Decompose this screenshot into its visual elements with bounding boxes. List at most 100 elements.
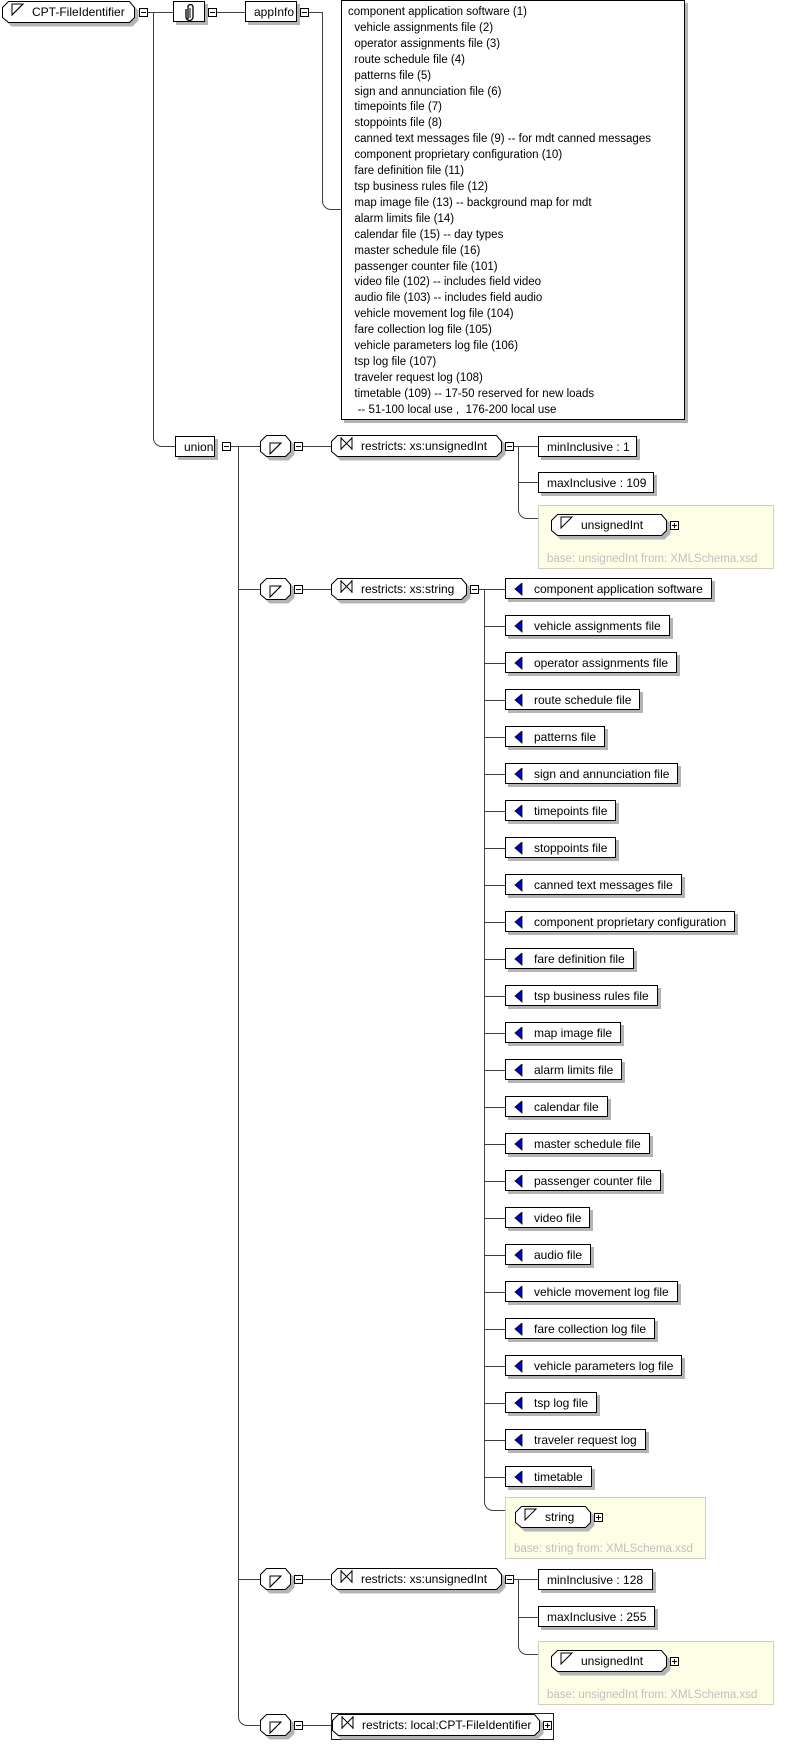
collapse-toggle[interactable]: [294, 1721, 303, 1730]
enumeration-label: timetable: [534, 1470, 583, 1484]
annotation-line: audio file (103) -- includes field audio: [348, 292, 543, 305]
base-type-note: base: string from: XMLSchema.xsd: [514, 1543, 693, 1555]
expand-toggle[interactable]: [670, 521, 679, 530]
enumeration-item[interactable]: component application software: [505, 578, 712, 599]
connector: [484, 1070, 505, 1071]
annotation-line: tsp log file (107): [348, 355, 437, 368]
enumeration-item[interactable]: alarm limits file: [505, 1059, 623, 1080]
connector: [484, 1477, 505, 1478]
enumeration-item[interactable]: patterns file: [505, 726, 606, 747]
enumeration-icon: [514, 731, 523, 744]
collapse-toggle[interactable]: [470, 585, 479, 594]
enumeration-item[interactable]: audio file: [505, 1244, 592, 1265]
connector: [484, 663, 505, 664]
enumeration-label: tsp business rules file: [534, 989, 649, 1003]
facet-max-inclusive[interactable]: maxInclusive : 109: [538, 472, 654, 493]
annotation-line: patterns file (5): [348, 69, 432, 82]
collapse-toggle[interactable]: [294, 1575, 303, 1584]
union-node[interactable]: union: [175, 436, 215, 457]
collapse-toggle[interactable]: [505, 442, 514, 451]
connector: [484, 1255, 505, 1256]
enumeration-item[interactable]: fare definition file: [505, 948, 634, 969]
restriction-local-cpt-fileidentifier[interactable]: restricts: local:CPT-FileIdentifier: [332, 1714, 544, 1740]
annotation-line: master schedule file (16): [348, 244, 481, 257]
member-simple-type-2[interactable]: [260, 578, 295, 604]
annotation-line: timepoints file (7): [348, 101, 442, 114]
enumeration-item[interactable]: canned text messages file: [505, 874, 682, 895]
connector: [484, 1403, 505, 1404]
member-simple-type-1[interactable]: [260, 435, 295, 461]
collapse-toggle[interactable]: [208, 8, 217, 17]
enumeration-label: video file: [534, 1211, 582, 1225]
enumeration-icon: [514, 916, 523, 929]
enumeration-item[interactable]: tsp log file: [505, 1392, 598, 1413]
facet-max-inclusive[interactable]: maxInclusive : 255: [538, 1606, 655, 1627]
facet-min-inclusive[interactable]: minInclusive : 128: [538, 1569, 653, 1590]
connector: [484, 1218, 505, 1219]
enumeration-item[interactable]: vehicle movement log file: [505, 1281, 678, 1302]
enumeration-item[interactable]: route schedule file: [505, 689, 641, 710]
annotation-line: fare collection log file (105): [348, 324, 492, 337]
enumeration-item[interactable]: traveler request log: [505, 1429, 646, 1450]
collapse-toggle[interactable]: [222, 442, 231, 451]
enumeration-item[interactable]: fare collection log file: [505, 1318, 656, 1339]
restriction-unsignedint-1[interactable]: restricts: xs:unsignedInt: [331, 435, 506, 461]
enumeration-label: fare collection log file: [534, 1322, 647, 1336]
enumeration-item[interactable]: sign and annunciation file: [505, 763, 679, 784]
enumeration-item[interactable]: operator assignments file: [505, 652, 678, 673]
annotation-node[interactable]: [173, 1, 205, 22]
connector: [238, 1579, 260, 1580]
collapse-toggle[interactable]: [300, 8, 309, 17]
paperclip-icon: [183, 3, 197, 28]
enumeration-item[interactable]: passenger counter file: [505, 1170, 662, 1191]
base-type-label: string: [545, 1510, 575, 1524]
enumeration-label: timepoints file: [534, 804, 608, 818]
enumeration-item[interactable]: calendar file: [505, 1096, 608, 1117]
connector: [484, 1144, 505, 1145]
collapse-toggle[interactable]: [294, 585, 303, 594]
restriction-string[interactable]: restricts: xs:string: [331, 578, 471, 604]
annotation-line: tsp business rules file (12): [348, 180, 488, 193]
collapse-toggle[interactable]: [505, 1575, 514, 1584]
enumeration-icon: [514, 1397, 523, 1410]
base-type-box: unsignedInt base: unsignedInt from: XMLS…: [538, 505, 774, 569]
enumeration-item[interactable]: vehicle assignments file: [505, 615, 670, 636]
enumeration-label: map image file: [534, 1026, 613, 1040]
enumeration-item[interactable]: master schedule file: [505, 1133, 650, 1154]
enumeration-item[interactable]: timetable: [505, 1466, 592, 1487]
enumeration-item[interactable]: component proprietary configuration: [505, 911, 736, 932]
enumeration-item[interactable]: vehicle parameters log file: [505, 1355, 683, 1376]
enumeration-icon: [514, 1471, 523, 1484]
appinfo-node[interactable]: appInfo: [245, 1, 297, 22]
restriction-unsignedint-2[interactable]: restricts: xs:unsignedInt: [331, 1568, 506, 1594]
enumeration-item[interactable]: tsp business rules file: [505, 985, 658, 1006]
expand-toggle[interactable]: [543, 1721, 552, 1730]
member-simple-type-4[interactable]: [260, 1714, 295, 1740]
enumeration-item[interactable]: map image file: [505, 1022, 622, 1043]
expand-toggle[interactable]: [594, 1513, 603, 1522]
base-type-string[interactable]: string: [515, 1506, 595, 1532]
collapse-toggle[interactable]: [294, 442, 303, 451]
simple-type-node-cpt-fileidentifier[interactable]: CPT-FileIdentifier: [2, 1, 139, 27]
expand-toggle[interactable]: [670, 1657, 679, 1666]
collapse-toggle[interactable]: [139, 8, 148, 17]
annotation-line: -- 51-100 local use , 176-200 local use: [348, 403, 557, 416]
connector: [484, 1033, 505, 1034]
connector: [484, 922, 505, 923]
member-simple-type-3[interactable]: [260, 1568, 295, 1594]
restriction-icon: [340, 1568, 353, 1590]
connector: [518, 446, 539, 519]
facet-min-inclusive[interactable]: minInclusive : 1: [538, 436, 637, 457]
base-type-unsignedint[interactable]: unsignedInt: [551, 1650, 671, 1676]
enumeration-item[interactable]: video file: [505, 1207, 591, 1228]
connector: [301, 1725, 331, 1726]
enumeration-item[interactable]: stoppoints file: [505, 837, 617, 858]
base-type-unsignedint[interactable]: unsignedInt: [551, 514, 671, 540]
connector: [484, 996, 505, 997]
enumeration-label: stoppoints file: [534, 841, 608, 855]
annotation-line: operator assignments file (3): [348, 37, 501, 50]
enumeration-label: calendar file: [534, 1100, 599, 1114]
enumeration-item[interactable]: timepoints file: [505, 800, 617, 821]
annotation-line: calendar file (15) -- day types: [348, 228, 504, 241]
connector: [484, 589, 505, 590]
